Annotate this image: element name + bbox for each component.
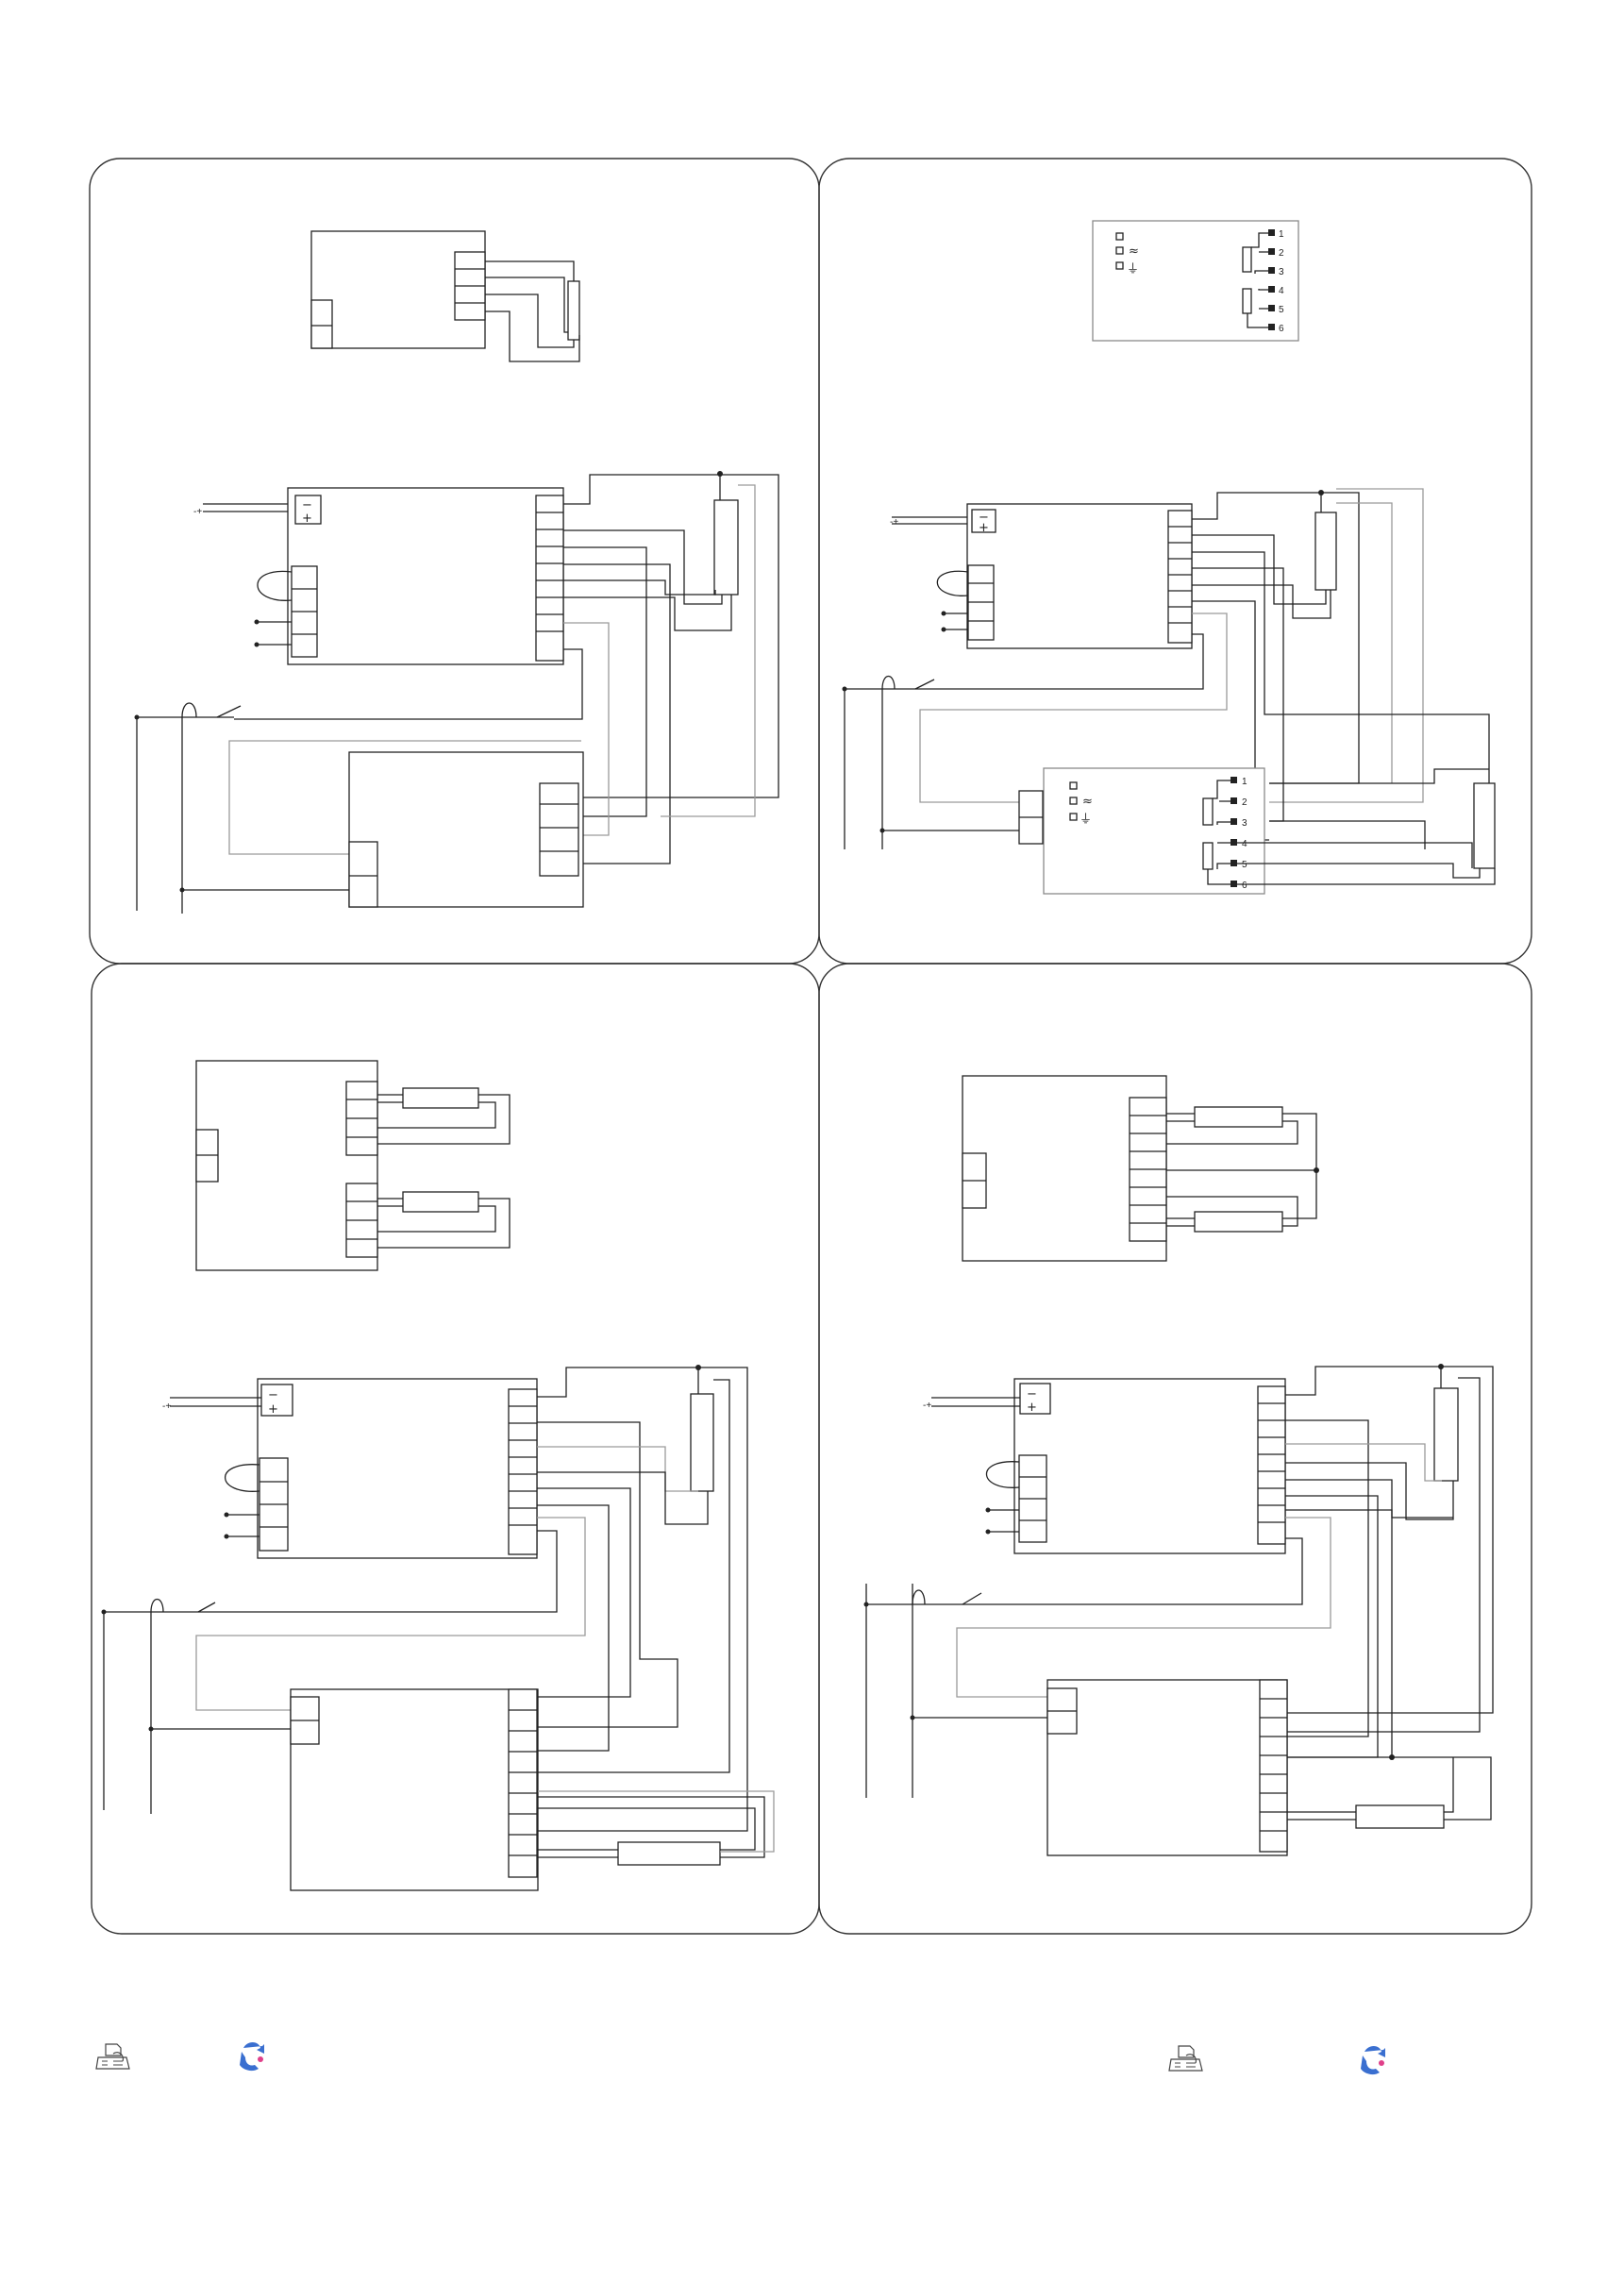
svg-text:3: 3	[1242, 818, 1247, 829]
svg-text:+: +	[1027, 1401, 1037, 1415]
svg-text:1: 1	[1279, 229, 1284, 240]
svg-text:5: 5	[1242, 860, 1247, 870]
svg-text:4: 4	[1279, 286, 1284, 296]
plus-symbol: +	[302, 512, 312, 526]
svg-text:⏚: ⏚	[1080, 813, 1092, 827]
ac-symbol: ≈	[1129, 244, 1139, 259]
minus-symbol: −	[302, 498, 312, 512]
svg-text:≈: ≈	[1082, 795, 1093, 809]
svg-text:3: 3	[1279, 267, 1284, 277]
recycle-icon	[236, 2039, 270, 2079]
fax-icon	[94, 2040, 132, 2079]
svg-text:+: +	[979, 521, 989, 535]
recycle-icon	[1357, 2042, 1391, 2083]
svg-text:−: −	[1027, 1387, 1037, 1401]
svg-text:4: 4	[1242, 839, 1247, 849]
top-left-diagram: − + -+	[135, 231, 779, 914]
svg-text:−: −	[268, 1388, 278, 1402]
svg-text:5: 5	[1279, 305, 1284, 315]
earth-symbol: ⏚	[1127, 262, 1139, 277]
svg-text:6: 6	[1242, 881, 1247, 891]
svg-text:+: +	[268, 1402, 278, 1417]
dc-symbol: -+	[193, 507, 202, 517]
svg-text:6: 6	[1279, 324, 1284, 334]
svg-text:-+: -+	[923, 1401, 931, 1411]
svg-text:-+: -+	[890, 517, 898, 528]
svg-text:2: 2	[1279, 248, 1284, 259]
top-right-diagram: ≈ ⏚ 1 2 3 4 5 6 − + -+	[843, 221, 1496, 894]
svg-text:1: 1	[1242, 777, 1247, 787]
fax-icon	[1167, 2042, 1205, 2081]
svg-text:2: 2	[1242, 797, 1247, 808]
svg-text:-+: -+	[162, 1401, 171, 1412]
bottom-right-diagram: − + -+	[864, 1076, 1494, 1855]
bottom-left-diagram: − + -+	[102, 1061, 775, 1890]
